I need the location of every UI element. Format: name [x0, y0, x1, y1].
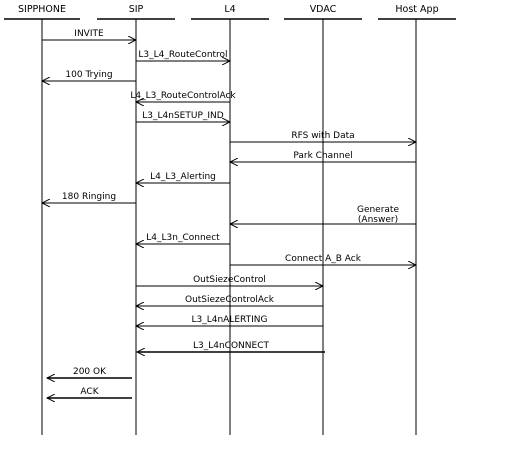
message-label: OutSiezeControlAck: [185, 295, 275, 305]
message-11: L4_L3n_Connect: [136, 233, 230, 244]
message-label: L4_L3_Alerting: [150, 172, 216, 182]
message-label: L4_L3n_Connect: [146, 233, 220, 243]
message-14: OutSiezeControlAck: [136, 295, 323, 306]
participant-vdac-label: VDAC: [310, 4, 337, 15]
message-4: L4_L3_RouteControlAck: [130, 91, 236, 102]
message-label: L3_L4_RouteControl: [138, 50, 227, 60]
message-15: L3_L4nALERTING: [136, 315, 323, 326]
message-label: OutSiezeControl: [193, 275, 266, 285]
message-label: 200 OK: [73, 367, 107, 377]
message-label: Park Channel: [293, 151, 352, 161]
participant-l4-label: L4: [224, 4, 235, 15]
message-1: INVITE: [42, 29, 136, 40]
participant-sipphone-label: SIPPHONE: [18, 4, 66, 15]
message-label: L3_L4nCONNECT: [193, 341, 269, 351]
lifelines: SIPPHONE SIP L4 VDAC Host App: [4, 4, 456, 435]
message-label: Generate: [357, 205, 399, 215]
message-3: 100 Trying: [42, 70, 136, 81]
message-18: ACK: [47, 387, 132, 398]
message-label-line2: (Answer): [358, 215, 398, 225]
message-13: OutSiezeControl: [136, 275, 323, 286]
messages: INVITE L3_L4_RouteControl 100 TryingL4_L3_…: [42, 29, 416, 398]
message-label: Connect A_B Ack: [285, 254, 362, 264]
message-label: L3_L4nALERTING: [192, 315, 268, 325]
message-10: Generate(Answer): [230, 205, 416, 225]
message-label: INVITE: [74, 29, 104, 39]
message-label: ACK: [80, 387, 99, 397]
message-6: RFS with Data: [230, 131, 416, 142]
message-7: Park Channel: [230, 151, 416, 162]
message-12: Connect A_B Ack: [230, 254, 416, 265]
message-label: RFS with Data: [291, 131, 354, 141]
message-17: 200 OK: [47, 367, 132, 378]
message-label: L4_L3_RouteControlAck: [130, 91, 236, 101]
message-label: L3_L4nSETUP_IND: [142, 111, 223, 121]
message-5: L3_L4nSETUP_IND: [136, 111, 230, 122]
message-16: L3_L4nCONNECT: [137, 341, 325, 352]
participant-hostapp-label: Host App: [395, 4, 438, 15]
message-label: 100 Trying: [65, 70, 112, 80]
message-2: L3_L4_RouteControl: [136, 50, 230, 61]
message-9: 180 Ringing: [42, 192, 136, 203]
message-label: 180 Ringing: [62, 192, 116, 202]
participant-sip-label: SIP: [129, 4, 144, 15]
message-8: L4_L3_Alerting: [136, 172, 230, 183]
